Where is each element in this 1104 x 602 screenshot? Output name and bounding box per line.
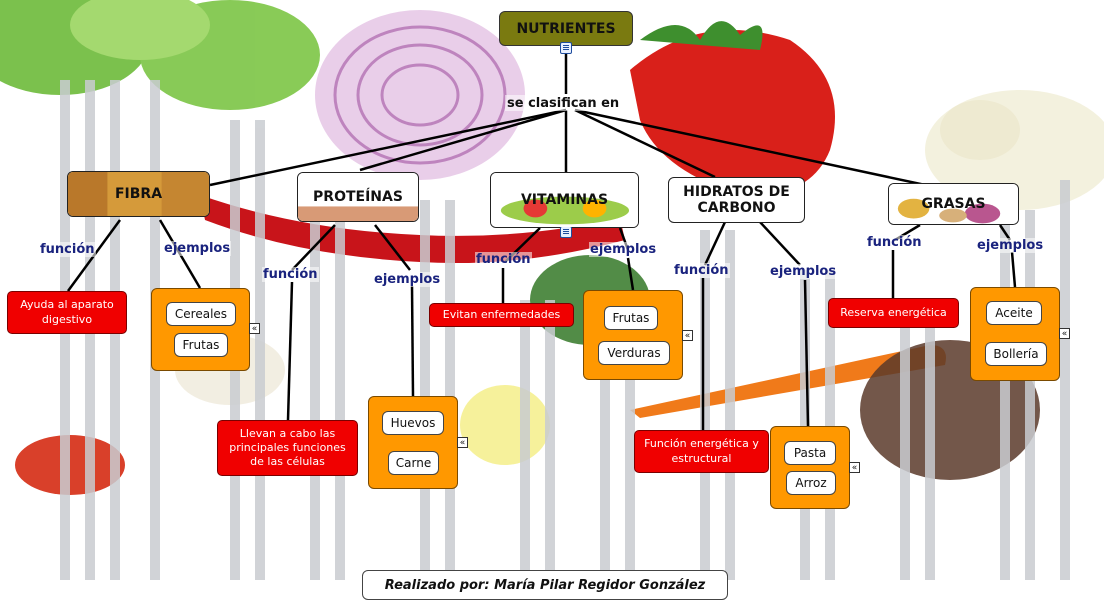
- link-ejemplos-hidratos: ejemplos: [769, 264, 838, 279]
- concept-label: GRASAS: [921, 195, 986, 212]
- root-label: NUTRIENTES: [516, 20, 616, 37]
- collapse-icon[interactable]: «: [1059, 328, 1070, 339]
- function-text: Llevan a cabo las principales funciones …: [229, 426, 346, 469]
- example-item[interactable]: Pasta: [784, 441, 836, 465]
- collapse-icon[interactable]: «: [849, 462, 860, 473]
- function-text: Función energética y estructural: [644, 437, 759, 465]
- vitaminas-image: [491, 173, 638, 227]
- link-ejemplos-proteinas: ejemplos: [373, 272, 442, 287]
- function-box-vitaminas[interactable]: Evitan enfermedades: [429, 303, 574, 327]
- link-ejemplos-fibra: ejemplos: [163, 241, 232, 256]
- example-item[interactable]: Carne: [388, 451, 439, 475]
- function-box-grasas[interactable]: Reserva energética: [828, 298, 959, 328]
- grasas-image: [889, 184, 1018, 224]
- author-credit-text: Realizado por: María Pilar Regidor Gonzá…: [384, 577, 706, 593]
- examples-box-fibra[interactable]: Cereales Frutas: [151, 288, 250, 371]
- example-item[interactable]: Verduras: [598, 341, 670, 365]
- examples-box-hidratos[interactable]: Pasta Arroz: [770, 426, 850, 509]
- link-ejemplos-grasas: ejemplos: [976, 238, 1045, 253]
- concept-grasas[interactable]: GRASAS: [888, 183, 1019, 225]
- lettuce-image: [0, 0, 320, 110]
- examples-box-vitaminas[interactable]: Frutas Verduras: [583, 290, 683, 380]
- collapse-icon[interactable]: «: [457, 437, 468, 448]
- example-item[interactable]: Arroz: [786, 471, 836, 495]
- function-text: Reserva energética: [840, 305, 947, 319]
- concept-fibra[interactable]: FIBRA: [67, 171, 210, 217]
- concept-proteinas[interactable]: PROTEÍNAS: [297, 172, 419, 222]
- proteinas-image: [298, 173, 418, 221]
- collapse-icon[interactable]: «: [249, 323, 260, 334]
- link-ejemplos-vitaminas: ejemplos: [589, 242, 658, 257]
- fibra-image: [68, 172, 209, 216]
- note-icon[interactable]: [560, 42, 572, 54]
- author-credit: Realizado por: María Pilar Regidor Gonzá…: [362, 570, 728, 600]
- function-box-fibra[interactable]: Ayuda al aparato digestivo: [7, 291, 127, 334]
- concept-vitaminas[interactable]: VITAMINAS: [490, 172, 639, 228]
- example-item[interactable]: Aceite: [986, 301, 1042, 325]
- example-item[interactable]: Bollería: [985, 342, 1047, 366]
- collapse-icon[interactable]: «: [682, 330, 693, 341]
- example-item[interactable]: Frutas: [174, 333, 228, 357]
- concept-label: VITAMINAS: [520, 191, 609, 208]
- example-item[interactable]: Cereales: [166, 302, 236, 326]
- concept-label: PROTEÍNAS: [313, 188, 403, 205]
- link-funcion-grasas: función: [866, 235, 923, 250]
- examples-box-proteinas[interactable]: Huevos Carne: [368, 396, 458, 489]
- function-box-hidratos[interactable]: Función energética y estructural: [634, 430, 769, 473]
- function-text: Ayuda al aparato digestivo: [20, 298, 114, 326]
- pepper-image: [200, 195, 625, 264]
- examples-box-grasas[interactable]: Aceite Bollería: [970, 287, 1060, 381]
- cauliflower-image: [925, 90, 1104, 210]
- example-item[interactable]: Frutas: [604, 306, 658, 330]
- classify-label: se clasifican en: [505, 95, 622, 111]
- concept-label: HIDRATOS DE CARBONO: [683, 183, 790, 216]
- example-item[interactable]: Huevos: [382, 411, 444, 435]
- function-text: Evitan enfermedades: [442, 307, 561, 321]
- root-concept[interactable]: NUTRIENTES: [499, 11, 633, 46]
- link-funcion-proteinas: función: [262, 267, 319, 282]
- link-funcion-fibra: función: [39, 242, 96, 257]
- function-box-proteinas[interactable]: Llevan a cabo las principales funciones …: [217, 420, 358, 476]
- concept-hidratos[interactable]: HIDRATOS DE CARBONO: [668, 177, 805, 223]
- concept-label: FIBRA: [114, 185, 163, 202]
- link-funcion-hidratos: función: [673, 263, 730, 278]
- note-icon[interactable]: [560, 226, 572, 238]
- link-funcion-vitaminas: función: [475, 252, 532, 267]
